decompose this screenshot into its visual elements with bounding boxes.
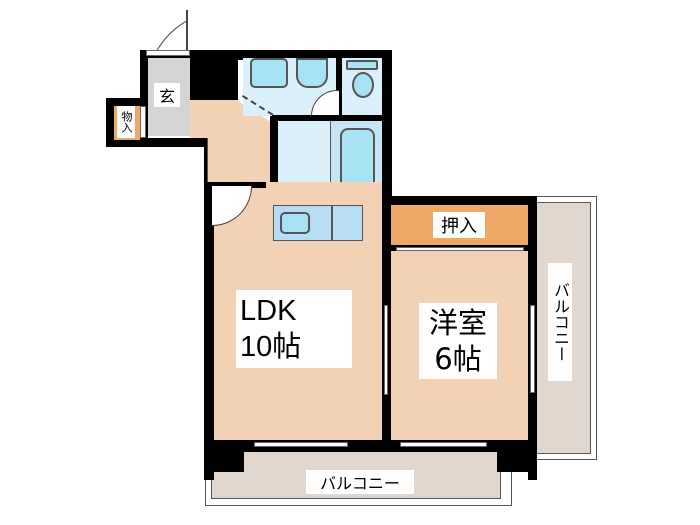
- wall-right: [382, 50, 392, 200]
- closet-label: 押入: [433, 212, 485, 238]
- toilet-bowl: [352, 72, 374, 98]
- wall-block-genkan: [190, 55, 238, 100]
- kitchen-divider: [331, 205, 333, 241]
- wall-bath-left: [270, 116, 278, 202]
- ldk-western-sliding-door[interactable]: [384, 305, 388, 395]
- ldk-label-size: 10帖: [240, 331, 302, 363]
- wall-left-ldk: [204, 138, 214, 480]
- balcony-bottom-label: バルコニー: [306, 470, 414, 494]
- storage-door[interactable]: [140, 106, 146, 138]
- wall-toilet-left: [336, 58, 342, 118]
- bathtub: [340, 128, 375, 192]
- wall-bath-top: [272, 115, 388, 121]
- closet-sliding-door[interactable]: [396, 247, 524, 251]
- entry-door-leaf[interactable]: [186, 10, 188, 50]
- toilet-tank: [346, 60, 378, 70]
- wall-top: [140, 50, 392, 60]
- western-bottom-window[interactable]: [400, 442, 487, 447]
- wall-top-rooms: [264, 196, 537, 205]
- washing-machine-space: [250, 58, 288, 88]
- genkan-label: 玄: [154, 83, 180, 107]
- ldk-balcony-window[interactable]: [254, 442, 348, 447]
- balcony-right-label: バルコニー: [548, 263, 572, 381]
- kitchen-sink: [280, 212, 310, 234]
- wall-ldk-top-left: [204, 182, 266, 188]
- western-room-label-size: 6帖: [434, 342, 482, 376]
- pillar-bottom-right: [497, 440, 537, 472]
- pillar-bottom-left: [204, 440, 244, 472]
- ldk-label-name: LDK: [240, 295, 297, 327]
- genkan-threshold: [146, 50, 190, 56]
- ldk-label: LDK 10帖: [236, 290, 352, 368]
- wall-genkan-left: [140, 50, 148, 145]
- western-room-label: 洋室 6帖: [419, 303, 497, 379]
- western-room-label-name: 洋室: [428, 306, 487, 340]
- western-balcony-window[interactable]: [530, 305, 535, 393]
- wash-basin: [296, 58, 328, 88]
- storage-small-label: 物入: [117, 106, 135, 138]
- wall-lower-left: [106, 138, 214, 147]
